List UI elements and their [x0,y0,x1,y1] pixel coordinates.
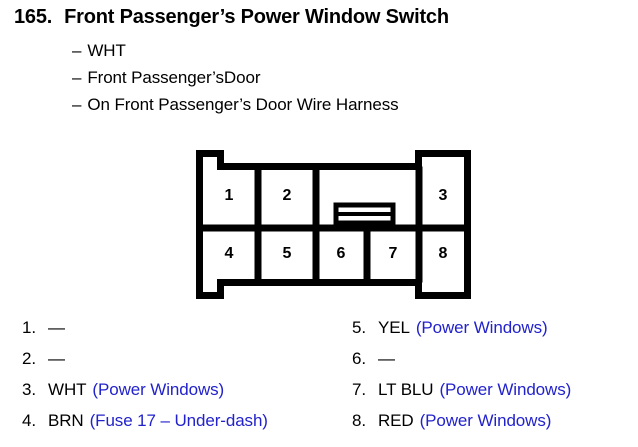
legend-row: 1. — [22,318,268,349]
legend-circuit-note: (Fuse 17 – Under-dash) [89,411,268,430]
subline-text: WHT [87,41,126,60]
pin-label-2: 2 [282,187,292,204]
legend-row: 4. BRN (Fuse 17 – Under-dash) [22,411,268,442]
bullet-dash-icon: – [72,68,82,87]
pin-label-7: 7 [388,245,398,262]
legend-index: 1. [22,318,36,337]
legend-index: 5. [352,318,366,337]
legend-row: 5. YEL (Power Windows) [352,318,571,349]
legend-circuit-note: (Power Windows) [439,380,572,399]
pin-legend-right-column: 5. YEL (Power Windows) 6. — 7. LT BLU (P… [352,318,571,442]
legend-wire-color: — [378,349,395,368]
legend-index: 4. [22,411,36,430]
legend-wire-color: YEL [378,318,410,337]
subline-wire-color: –WHT [72,41,126,61]
legend-wire-color: — [48,349,65,368]
pin-label-4: 4 [224,245,234,262]
legend-row: 8. RED (Power Windows) [352,411,571,442]
item-number: 165. [14,6,53,28]
subline-text: Front Passenger’sDoor [87,68,261,87]
legend-index: 8. [352,411,366,430]
page-title: 165. Front Passenger’s Power Window Swit… [14,6,449,29]
legend-index: 3. [22,380,36,399]
pin-legend-left-column: 1. — 2. — 3. WHT (Power Windows) 4. BRN … [22,318,268,442]
subline-location: –Front Passenger’sDoor [72,68,260,88]
subline-text: On Front Passenger’s Door Wire Harness [87,95,399,114]
subline-harness: –On Front Passenger’s Door Wire Harness [72,95,399,115]
pin-label-8: 8 [438,245,448,262]
pin-label-6: 6 [336,245,346,262]
pin-label-5: 5 [282,245,292,262]
pin-label-3: 3 [438,187,448,204]
legend-wire-color: — [48,318,65,337]
legend-row: 7. LT BLU (Power Windows) [352,380,571,411]
legend-wire-color: WHT [48,380,87,399]
connector-outline-svg [196,150,471,299]
legend-index: 7. [352,380,366,399]
legend-index: 2. [22,349,36,368]
legend-row: 2. — [22,349,268,380]
legend-circuit-note: (Power Windows) [419,411,552,430]
legend-index: 6. [352,349,366,368]
legend-wire-color: RED [378,411,414,430]
pin-legend: 1. — 2. — 3. WHT (Power Windows) 4. BRN … [0,318,638,447]
bullet-dash-icon: – [72,41,82,60]
pin-label-1: 1 [224,187,234,204]
legend-circuit-note: (Power Windows) [415,318,548,337]
legend-row: 3. WHT (Power Windows) [22,380,268,411]
bullet-dash-icon: – [72,95,82,114]
legend-wire-color: LT BLU [378,380,434,399]
legend-row: 6. — [352,349,571,380]
item-title: Front Passenger’s Power Window Switch [64,6,449,28]
legend-wire-color: BRN [48,411,84,430]
connector-diagram: 1 2 3 4 5 6 7 8 [190,142,482,307]
legend-circuit-note: (Power Windows) [92,380,225,399]
